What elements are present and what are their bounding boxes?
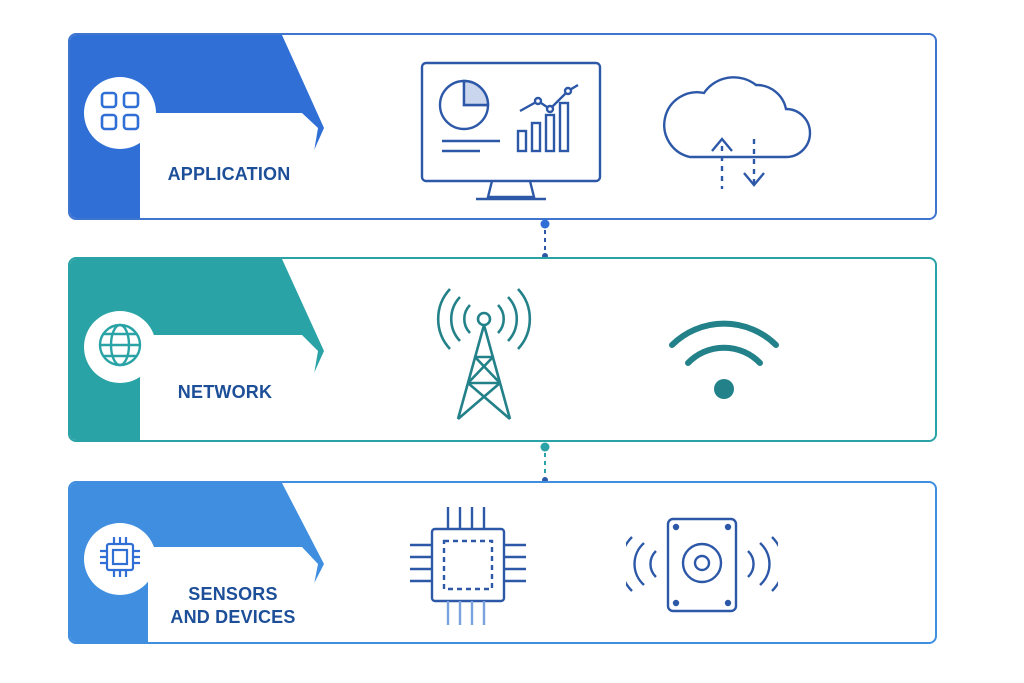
sensors-layer: SENSORS AND DEVICES (68, 481, 937, 644)
sensors-title: SENSORS AND DEVICES (158, 583, 308, 628)
connector-application-network (540, 219, 550, 259)
cloud-sync-icon (660, 63, 814, 194)
application-badge (84, 77, 156, 149)
network-title: NETWORK (177, 382, 273, 402)
globe-icon (96, 321, 144, 374)
connector-network-sensors (540, 442, 550, 483)
app-grid-icon (98, 89, 142, 138)
network-badge (84, 311, 156, 383)
network-layer: NETWORK (68, 257, 937, 442)
sensors-title-line1: SENSORS (188, 584, 278, 604)
microchip-icon (408, 505, 528, 632)
sensors-banner (70, 483, 324, 642)
sensors-title-line2: AND DEVICES (170, 606, 296, 627)
wifi-icon (666, 309, 782, 410)
sensors-badge (84, 523, 156, 595)
speaker-sensor-icon (619, 517, 785, 618)
application-title: APPLICATION (167, 164, 291, 184)
network-banner (70, 259, 324, 440)
application-layer: APPLICATION (68, 33, 937, 220)
chip-icon (98, 535, 142, 584)
dashboard-monitor-icon (420, 61, 606, 208)
cell-tower-icon (434, 285, 534, 430)
